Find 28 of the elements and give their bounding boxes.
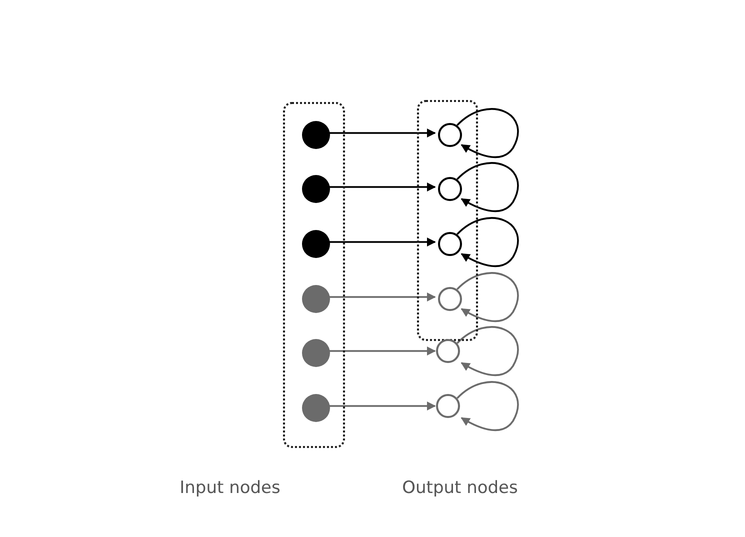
arrow [328,402,436,410]
arrow [328,182,436,192]
self-loop-arrow [456,326,519,376]
self-loop-arrow [456,162,519,212]
output-node-circle [438,123,462,147]
self-loop-arrow [456,108,519,158]
arrow [328,346,436,356]
input-node-circle [302,175,330,203]
input-node-circle [302,339,330,367]
input-node-circle [302,394,330,422]
self-loop-arrow [456,381,519,432]
dotted-group-outline [417,100,478,341]
dotted-group-outline [283,102,345,448]
self-loop-arrow [456,217,519,268]
arrow [328,238,436,246]
arrow [328,128,436,138]
output-node-circle [438,232,462,256]
group-caption: Output nodes [402,478,518,498]
input-node-circle [302,230,330,258]
self-loop-arrow [456,272,519,322]
output-node-circle [438,287,462,311]
input-node-circle [302,121,330,149]
input-node-circle [302,285,330,313]
output-node-circle [438,177,462,201]
arrow [328,292,436,302]
output-node-circle [436,394,460,418]
group-caption: Input nodes [180,478,280,498]
output-node-circle [436,339,460,363]
